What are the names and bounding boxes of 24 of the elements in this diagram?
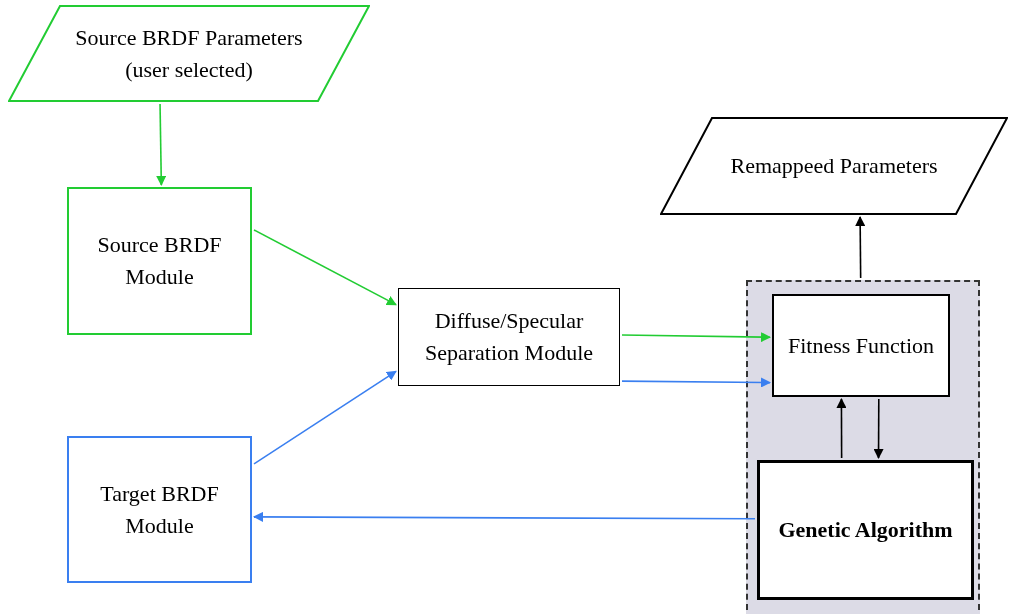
node-label: Fitness Function [786,331,936,360]
process-box [67,436,252,583]
arrow [621,332,771,343]
arrow [156,103,167,186]
arrow [253,511,756,522]
arrow [253,229,397,306]
data-parallelogram [8,5,370,102]
arrow [855,216,866,279]
process-box [757,460,974,600]
process-box [398,288,620,386]
arrow [836,398,847,459]
node-label: Target BRDF Module [99,479,220,540]
node-label: Remappeed Parameters [729,152,939,181]
process-box [67,187,252,335]
node-label: Diffuse/Specular Separation Module [424,307,594,367]
dashed-group-box [746,280,980,614]
node-label: Genetic Algorithm [777,516,954,545]
data-parallelogram [660,117,1008,215]
node-label: Source BRDF Parameters (user selected) [74,23,304,84]
arrow [621,377,771,388]
arrow [873,398,884,459]
arrow [253,370,397,465]
process-box [772,294,950,397]
node-label: Source BRDF Module [96,231,223,291]
